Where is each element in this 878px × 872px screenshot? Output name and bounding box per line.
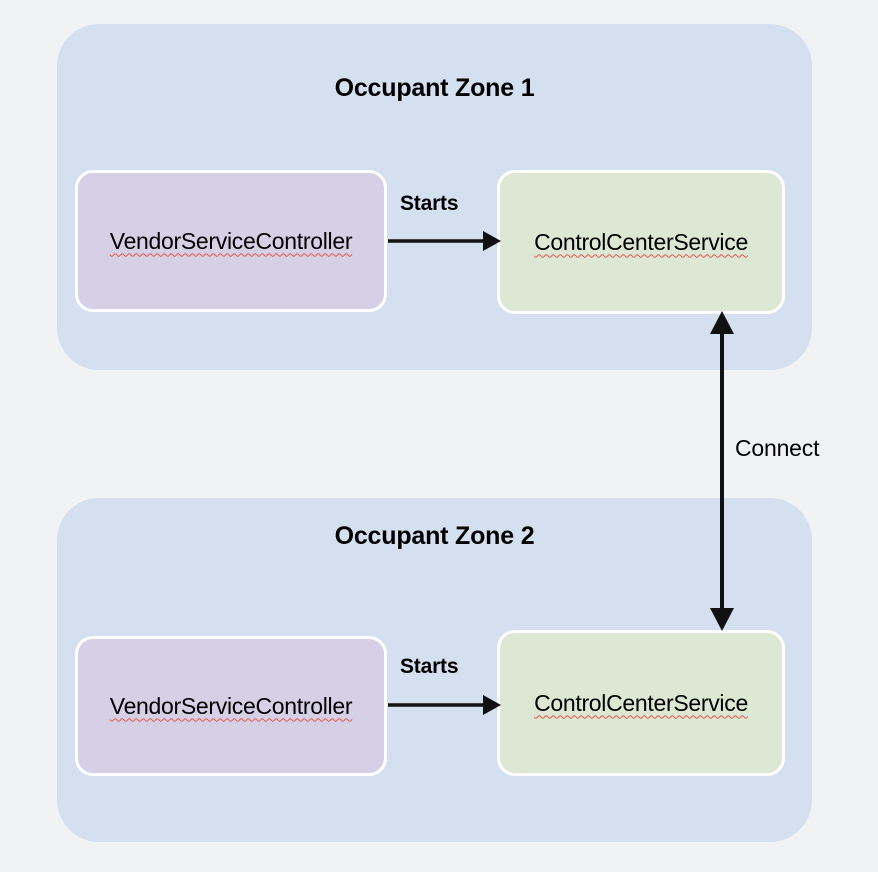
zone-title-2: Occupant Zone 2 [334, 522, 535, 550]
node-vendor-service-controller-zone-2[interactable]: VendorServiceController [75, 636, 387, 776]
node-control-center-service-zone-2[interactable]: ControlCenterService [497, 630, 785, 776]
node-label: ControlCenterService [534, 689, 748, 716]
node-label: VendorServiceController [109, 227, 353, 254]
zone-title-1: Occupant Zone 1 [334, 74, 535, 102]
edge-label-starts-zone-1: Starts [400, 192, 459, 215]
node-vendor-service-controller-zone-1[interactable]: VendorServiceController [75, 170, 387, 312]
edge-label-connect: Connect [735, 435, 820, 461]
edge-label-starts-zone-2: Starts [400, 655, 459, 678]
node-control-center-service-zone-1[interactable]: ControlCenterService [497, 170, 785, 314]
node-label: ControlCenterService [534, 228, 748, 255]
node-label: VendorServiceController [109, 692, 353, 719]
